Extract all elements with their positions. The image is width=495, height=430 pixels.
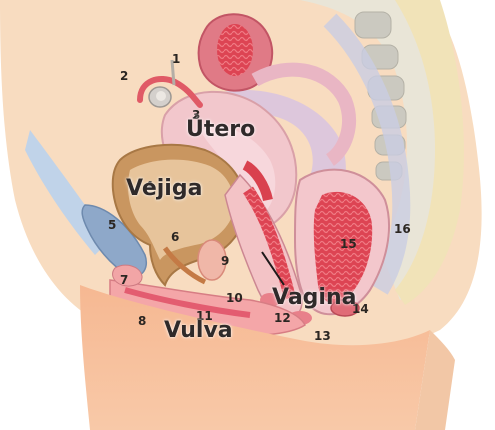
marker-9: 9 [221,255,229,267]
marker-15: 15 [340,238,357,250]
marker-13: 13 [314,330,331,342]
label-vejiga: Vejiga [126,178,202,200]
ovary-follicle [156,91,166,101]
colon-lumen [217,24,253,76]
label-vulva: Vulva [164,320,233,342]
marker-16: 16 [394,223,411,235]
marker-12: 12 [274,312,291,324]
label-utero: Útero [186,119,255,141]
marker-6: 6 [171,231,179,243]
marker-5: 5 [108,219,116,231]
marker-1: 1 [172,53,180,65]
marker-2: 2 [120,70,128,82]
marker-8: 8 [138,315,146,327]
marker-10: 10 [226,292,243,304]
label-vagina: Vagina [272,287,356,309]
marker-7: 7 [120,274,128,286]
